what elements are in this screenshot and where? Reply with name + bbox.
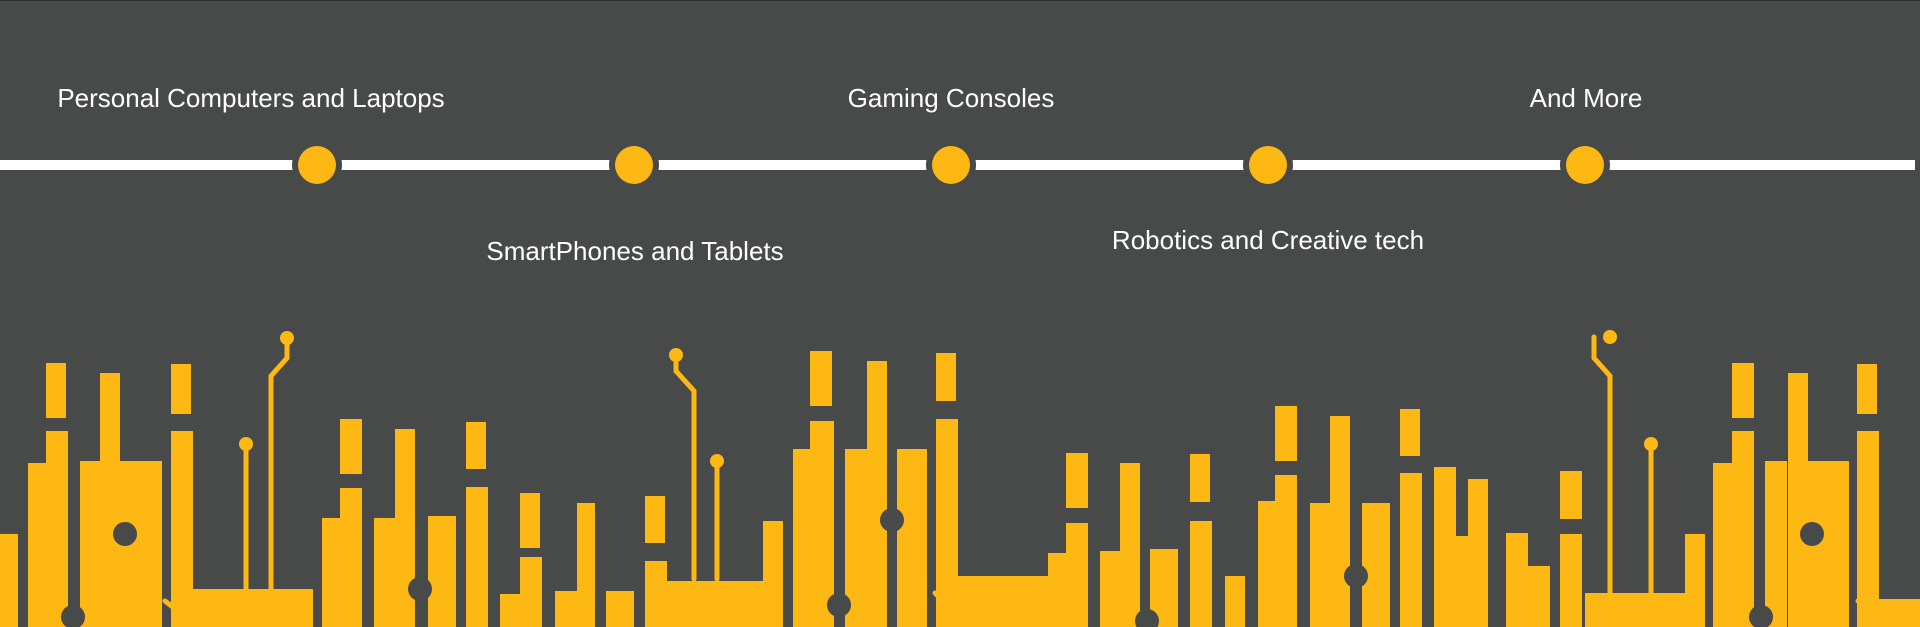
timeline-node-4 bbox=[1243, 140, 1293, 190]
circuit-bars bbox=[0, 351, 1920, 627]
timeline-label-gaming-consoles: Gaming Consoles bbox=[847, 83, 1055, 113]
timeline-node-3 bbox=[926, 140, 976, 190]
timeline-label-personal-computers: Personal Computers and Laptops bbox=[57, 83, 445, 113]
timeline-node-2 bbox=[609, 140, 659, 190]
circuit-holes bbox=[61, 508, 1824, 627]
timeline-node-1 bbox=[292, 140, 342, 190]
circuit-traces bbox=[162, 334, 1893, 627]
timeline-node-5 bbox=[1560, 140, 1610, 190]
timeline-label-robotics: Robotics and Creative tech bbox=[1111, 225, 1425, 255]
timeline-label-smartphones: SmartPhones and Tablets bbox=[486, 236, 784, 266]
circuit-pins bbox=[239, 330, 1658, 468]
timeline-label-and-more: And More bbox=[1529, 83, 1643, 113]
